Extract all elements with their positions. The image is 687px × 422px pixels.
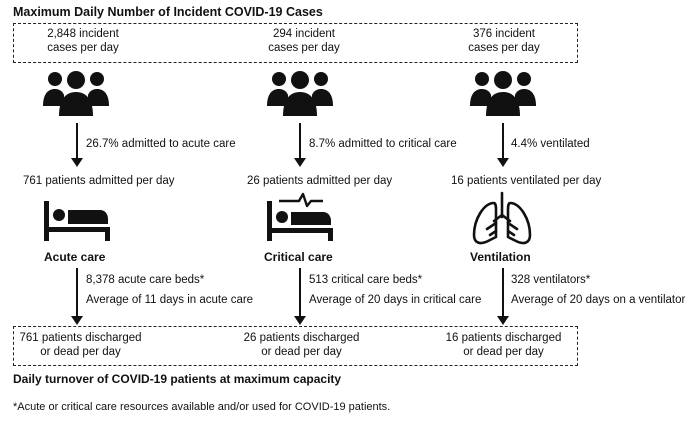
discharged-ventilation: 16 patients discharged or dead per day	[436, 331, 571, 359]
people-group-icon	[267, 71, 333, 116]
lungs-icon	[472, 191, 532, 245]
incident-vent-line1: 376 incident	[472, 28, 536, 40]
capacity-ventilation: 328 ventilators*	[511, 274, 591, 286]
category-critical-care: Critical care	[264, 250, 333, 264]
incident-acute: 2,848 incident cases per day	[28, 27, 138, 55]
discharged-critical: 26 patients discharged or dead per day	[234, 331, 369, 359]
incident-vent-line2: cases per day	[468, 42, 540, 54]
footnote: *Acute or critical care resources availa…	[13, 401, 391, 413]
discharged-vent-line2: or dead per day	[463, 346, 544, 358]
admitted-acute: 761 patients admitted per day	[23, 175, 175, 187]
incident-cases-box	[13, 23, 578, 63]
incident-acute-line1: 2,848 incident	[47, 28, 119, 40]
step-ventilation: 4.4% ventilated	[511, 138, 590, 150]
discharged-vent-line1: 16 patients discharged	[445, 332, 562, 344]
capacity-acute: 8,378 acute care beds*	[86, 274, 205, 286]
incident-critical-line2: cases per day	[268, 42, 340, 54]
people-group-icon	[470, 71, 536, 116]
discharged-box	[13, 326, 578, 366]
arrow-down	[71, 123, 83, 167]
arrow-down	[294, 123, 306, 167]
duration-acute: Average of 11 days in acute care	[86, 294, 254, 306]
discharged-acute: 761 patients discharged or dead per day	[13, 331, 148, 359]
admitted-critical: 26 patients admitted per day	[247, 175, 393, 187]
category-acute-care: Acute care	[44, 250, 106, 264]
arrow-down	[497, 268, 509, 325]
incident-critical-line1: 294 incident	[272, 28, 336, 40]
diagram-subtitle: Daily turnover of COVID-19 patients at m…	[13, 372, 342, 386]
hospital-bed-icon	[44, 201, 110, 241]
duration-critical: Average of 20 days in critical care	[309, 294, 482, 306]
incident-critical: 294 incident cases per day	[249, 27, 359, 55]
arrow-down	[294, 268, 306, 325]
category-ventilation: Ventilation	[470, 250, 531, 264]
discharged-acute-line2: or dead per day	[40, 346, 121, 358]
step-critical: 8.7% admitted to critical care	[309, 138, 457, 150]
duration-ventilation: Average of 20 days on a ventilator	[511, 294, 686, 306]
icu-bed-heartbeat-icon	[267, 192, 333, 241]
arrow-down	[71, 268, 83, 325]
admitted-ventilation: 16 patients ventilated per day	[451, 175, 602, 187]
discharged-critical-line1: 26 patients discharged	[243, 332, 360, 344]
incident-ventilation: 376 incident cases per day	[449, 27, 559, 55]
discharged-acute-line1: 761 patients discharged	[19, 332, 142, 344]
people-group-icon	[43, 71, 109, 116]
capacity-critical: 513 critical care beds*	[309, 274, 423, 286]
arrow-down	[497, 123, 509, 167]
step-acute: 26.7% admitted to acute care	[86, 138, 236, 150]
discharged-critical-line2: or dead per day	[261, 346, 342, 358]
incident-acute-line2: cases per day	[47, 42, 119, 54]
diagram-title: Maximum Daily Number of Incident COVID-1…	[13, 5, 323, 19]
